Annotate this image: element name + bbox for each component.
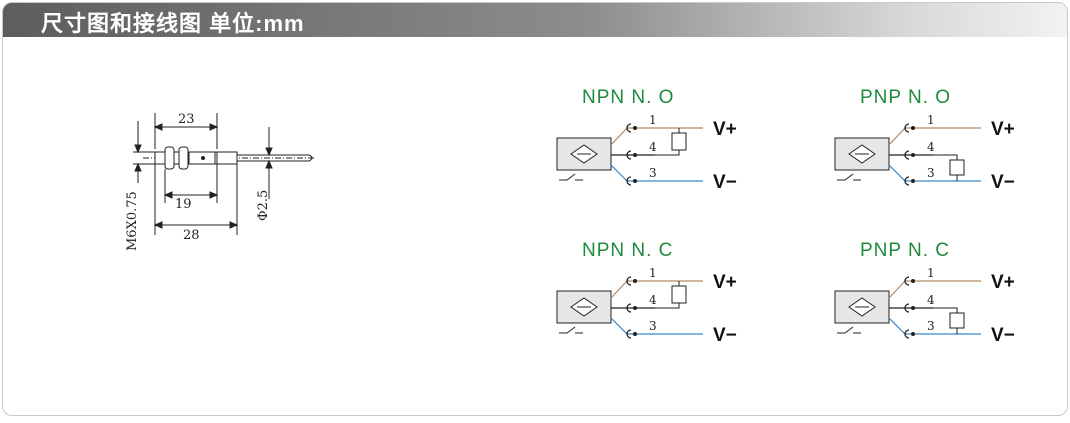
wiring-title: PNP N. O — [860, 87, 951, 108]
connector-icon — [904, 123, 910, 133]
connector-icon — [626, 176, 632, 186]
pin-label: 3 — [649, 166, 657, 180]
connector-dot — [633, 306, 637, 310]
dim-label-28: 28 — [183, 228, 200, 243]
wiring-title: PNP N. C — [860, 240, 950, 261]
page-title: 尺寸图和接线图 单位:mm — [41, 11, 305, 36]
connector-dot — [911, 279, 915, 283]
connector-dot — [633, 126, 637, 130]
wiring-title: NPN N. O — [582, 87, 674, 108]
wire-brown — [888, 127, 981, 146]
connector-icon — [626, 329, 632, 339]
relay-lead — [655, 303, 680, 309]
relay-lead — [933, 154, 958, 160]
pin-label: 4 — [927, 293, 935, 307]
wiring-diagram: PNP N. O 1 4 3 V+ V− — [834, 87, 1015, 193]
v-plus-label: V+ — [991, 119, 1015, 140]
connector-icon — [904, 329, 910, 339]
v-minus-label: V− — [991, 325, 1015, 346]
switch-symbol — [837, 173, 861, 181]
connector-dot — [911, 153, 915, 157]
v-plus-label: V+ — [713, 119, 737, 140]
wire-brown — [610, 280, 703, 299]
pin-label: 4 — [649, 293, 657, 307]
connector-icon — [626, 150, 632, 160]
connector-icon — [626, 276, 632, 286]
wiring-diagram: NPN N. C 1 4 3 V+ V− — [556, 240, 737, 346]
connector-icon — [626, 303, 632, 313]
connector-icon — [904, 303, 910, 313]
dimension-drawing — [133, 113, 315, 235]
diagram-canvas: 23 19 28 M6X0.75 Φ2.5 NPN N. O143V+V−PNP… — [125, 87, 1015, 346]
wire-blue — [888, 317, 981, 335]
header-bar — [3, 3, 1067, 37]
relay-coil — [949, 312, 965, 329]
switch-symbol — [837, 326, 861, 334]
pin-label: 3 — [927, 319, 935, 333]
dim-label-cable-diameter: Φ2.5 — [256, 190, 271, 221]
pin-label: 4 — [649, 140, 657, 154]
relay-coil — [671, 132, 687, 151]
connector-icon — [904, 276, 910, 286]
pin-label: 3 — [649, 319, 657, 333]
connector-dot — [911, 126, 915, 130]
connector-dot — [911, 306, 915, 310]
diagram-panel: 尺寸图和接线图 单位:mm — [2, 2, 1068, 416]
wiring-diagram: NPN N. O 1 4 3 V+ V− — [556, 87, 737, 193]
connector-dot — [633, 279, 637, 283]
connector-icon — [626, 123, 632, 133]
pin-label: 1 — [927, 266, 935, 280]
pin-label: 1 — [927, 113, 935, 127]
connector-icon — [904, 176, 910, 186]
pin-label: 1 — [649, 266, 657, 280]
v-minus-label: V− — [713, 172, 737, 193]
v-minus-label: V− — [991, 172, 1015, 193]
v-minus-label: V− — [713, 325, 737, 346]
wiring-diagram: PNP N. C 1 4 3 V+ V− — [834, 240, 1015, 346]
connector-dot — [911, 179, 915, 183]
dim-label-thread: M6X0.75 — [125, 191, 140, 251]
wire-blue — [610, 164, 703, 182]
pin-label: 1 — [649, 113, 657, 127]
connector-dot — [633, 153, 637, 157]
switch-symbol — [559, 326, 583, 334]
dim-label-19: 19 — [175, 197, 192, 212]
relay-coil — [671, 285, 687, 304]
connector-dot — [633, 332, 637, 336]
wire-blue — [610, 317, 703, 335]
switch-symbol — [559, 173, 583, 181]
pin-label: 4 — [927, 140, 935, 154]
connector-dot — [911, 332, 915, 336]
wire-brown — [610, 127, 703, 146]
v-plus-label: V+ — [991, 272, 1015, 293]
relay-lead — [933, 307, 958, 313]
wiring-title: NPN N. C — [582, 240, 673, 261]
pin-label: 3 — [927, 166, 935, 180]
connector-icon — [904, 150, 910, 160]
dim-label-23: 23 — [178, 112, 195, 127]
v-plus-label: V+ — [713, 272, 737, 293]
wire-brown — [888, 280, 981, 299]
connector-dot — [633, 179, 637, 183]
wire-blue — [888, 164, 981, 182]
relay-coil — [949, 159, 965, 176]
relay-lead — [655, 150, 680, 156]
